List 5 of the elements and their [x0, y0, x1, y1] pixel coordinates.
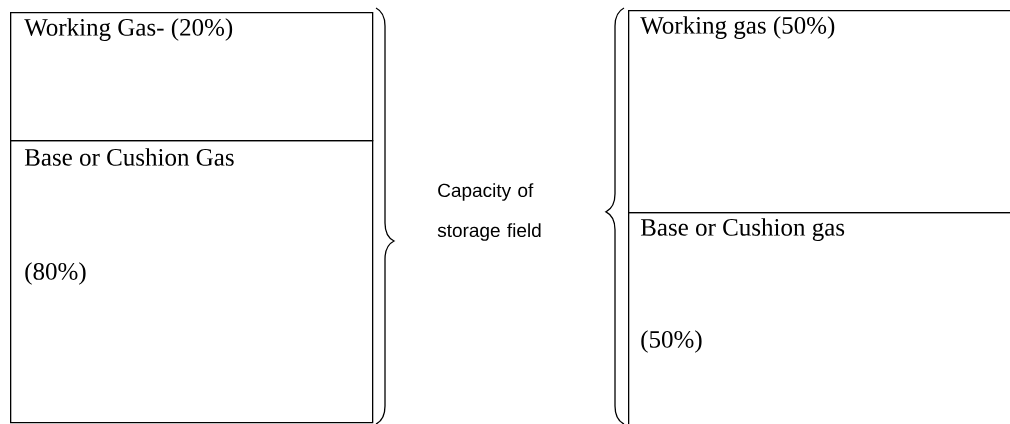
layer-box: Working gas (50%)	[628, 10, 1010, 214]
layer-box: Base or Cushion gas (50%)	[628, 212, 1010, 424]
layer-box: Working Gas- (20%)	[10, 12, 374, 142]
brace-label: Capacity of storage field	[437, 183, 541, 241]
layer-box: Base or Cushion Gas (80%)	[10, 140, 374, 424]
